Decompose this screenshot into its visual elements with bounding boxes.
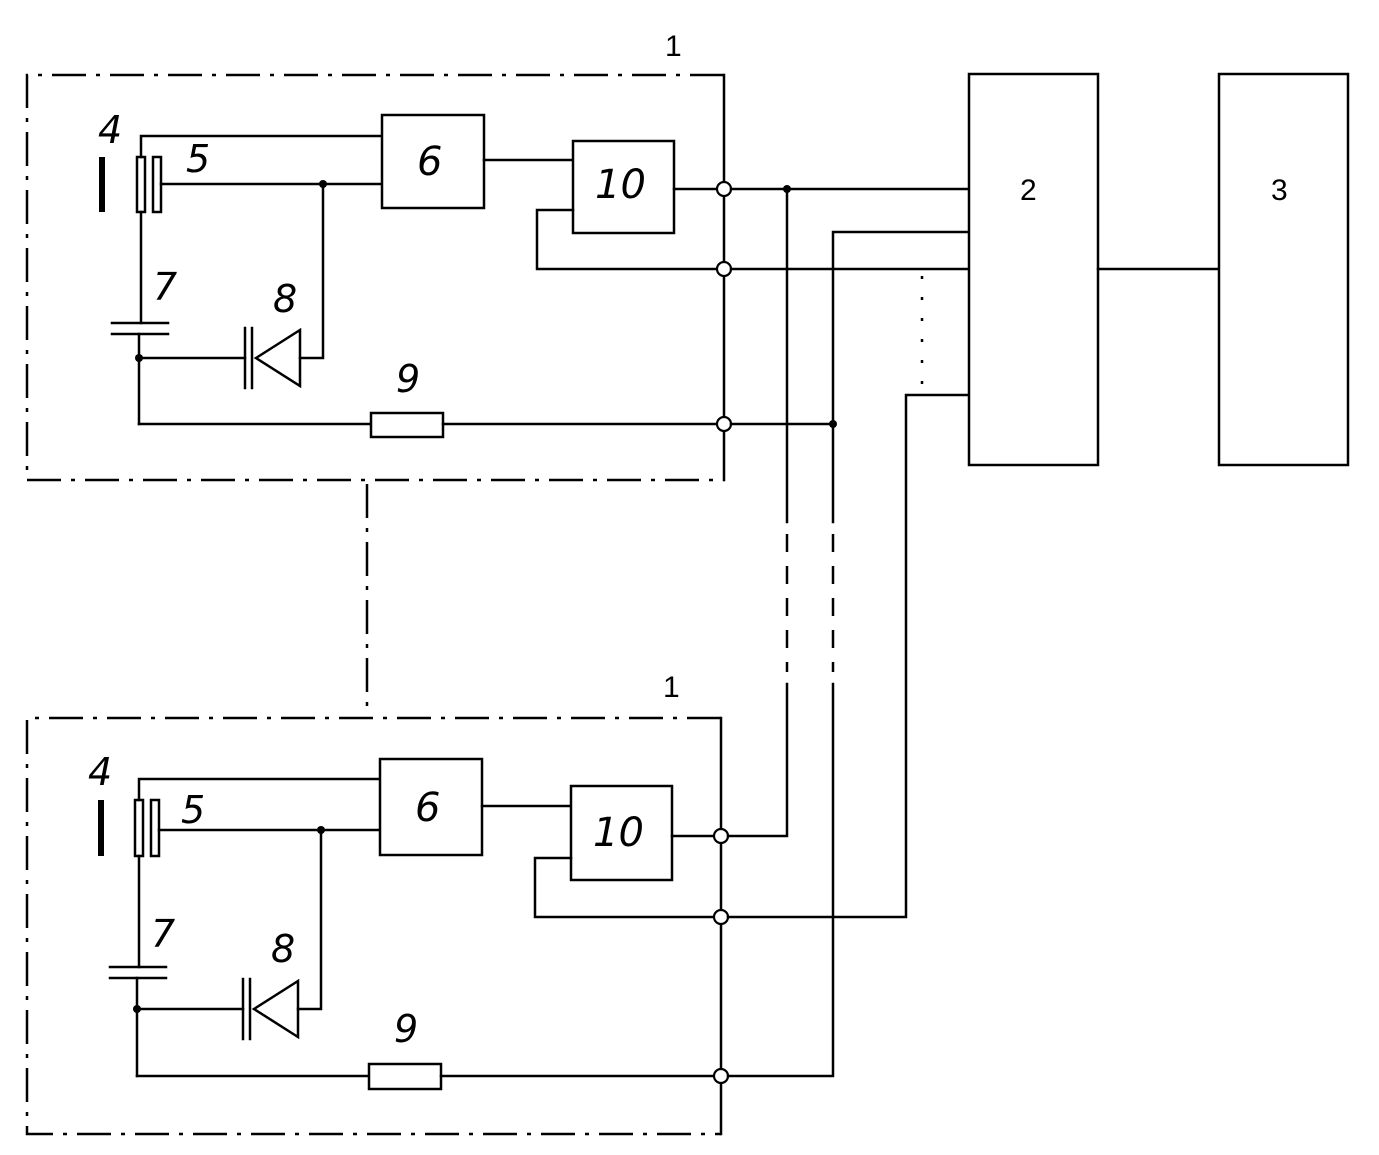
- electrode-left: [137, 157, 145, 212]
- wire: [300, 184, 323, 358]
- module-top: 1 4 5 6 10 7 8 9: [27, 30, 731, 480]
- electrodes-label: 5: [186, 137, 210, 181]
- electrode-right: [151, 800, 159, 856]
- resistor-label: 9: [394, 1007, 418, 1051]
- sensor-element: [99, 157, 105, 212]
- diode-label: 8: [273, 277, 297, 321]
- block-10-label: 10: [595, 162, 646, 208]
- unit-2: [969, 74, 1098, 465]
- unit-2-label: 2: [1020, 174, 1037, 207]
- sensor-element: [98, 800, 104, 856]
- junction-dot: [319, 180, 327, 188]
- terminal: [714, 1069, 728, 1083]
- wire: [728, 395, 969, 917]
- junction-dot: [317, 826, 325, 834]
- block-6-label: 6: [415, 785, 440, 831]
- unit-3-label: 3: [1271, 174, 1288, 207]
- electrode-left: [135, 800, 143, 856]
- resistor: [371, 413, 443, 437]
- terminal: [717, 262, 731, 276]
- terminal: [714, 910, 728, 924]
- sensor-label: 4: [98, 108, 122, 152]
- wire: [141, 136, 382, 157]
- module-label: 1: [663, 671, 680, 704]
- wire: [728, 684, 787, 836]
- capacitor-label: 7: [151, 912, 175, 956]
- wire: [298, 830, 321, 1009]
- block-10-label: 10: [593, 810, 644, 856]
- module-label: 1: [665, 30, 682, 63]
- resistor: [369, 1064, 441, 1089]
- diode-triangle: [256, 330, 300, 386]
- capacitor-label: 7: [153, 265, 177, 309]
- diode-label: 8: [271, 927, 295, 971]
- module-bottom: 1 4 5 6 10 7 8 9: [27, 671, 728, 1134]
- block-6-label: 6: [417, 139, 442, 185]
- unit-3: [1219, 74, 1348, 465]
- terminal: [714, 829, 728, 843]
- resistor-label: 9: [396, 357, 420, 401]
- terminal: [717, 182, 731, 196]
- wire: [139, 779, 380, 800]
- terminal: [717, 417, 731, 431]
- wire: [728, 684, 833, 1076]
- electrodes-label: 5: [181, 788, 205, 832]
- external-wiring: 2 3: [728, 74, 1348, 1076]
- sensor-label: 4: [88, 750, 112, 794]
- diode-triangle: [254, 981, 298, 1037]
